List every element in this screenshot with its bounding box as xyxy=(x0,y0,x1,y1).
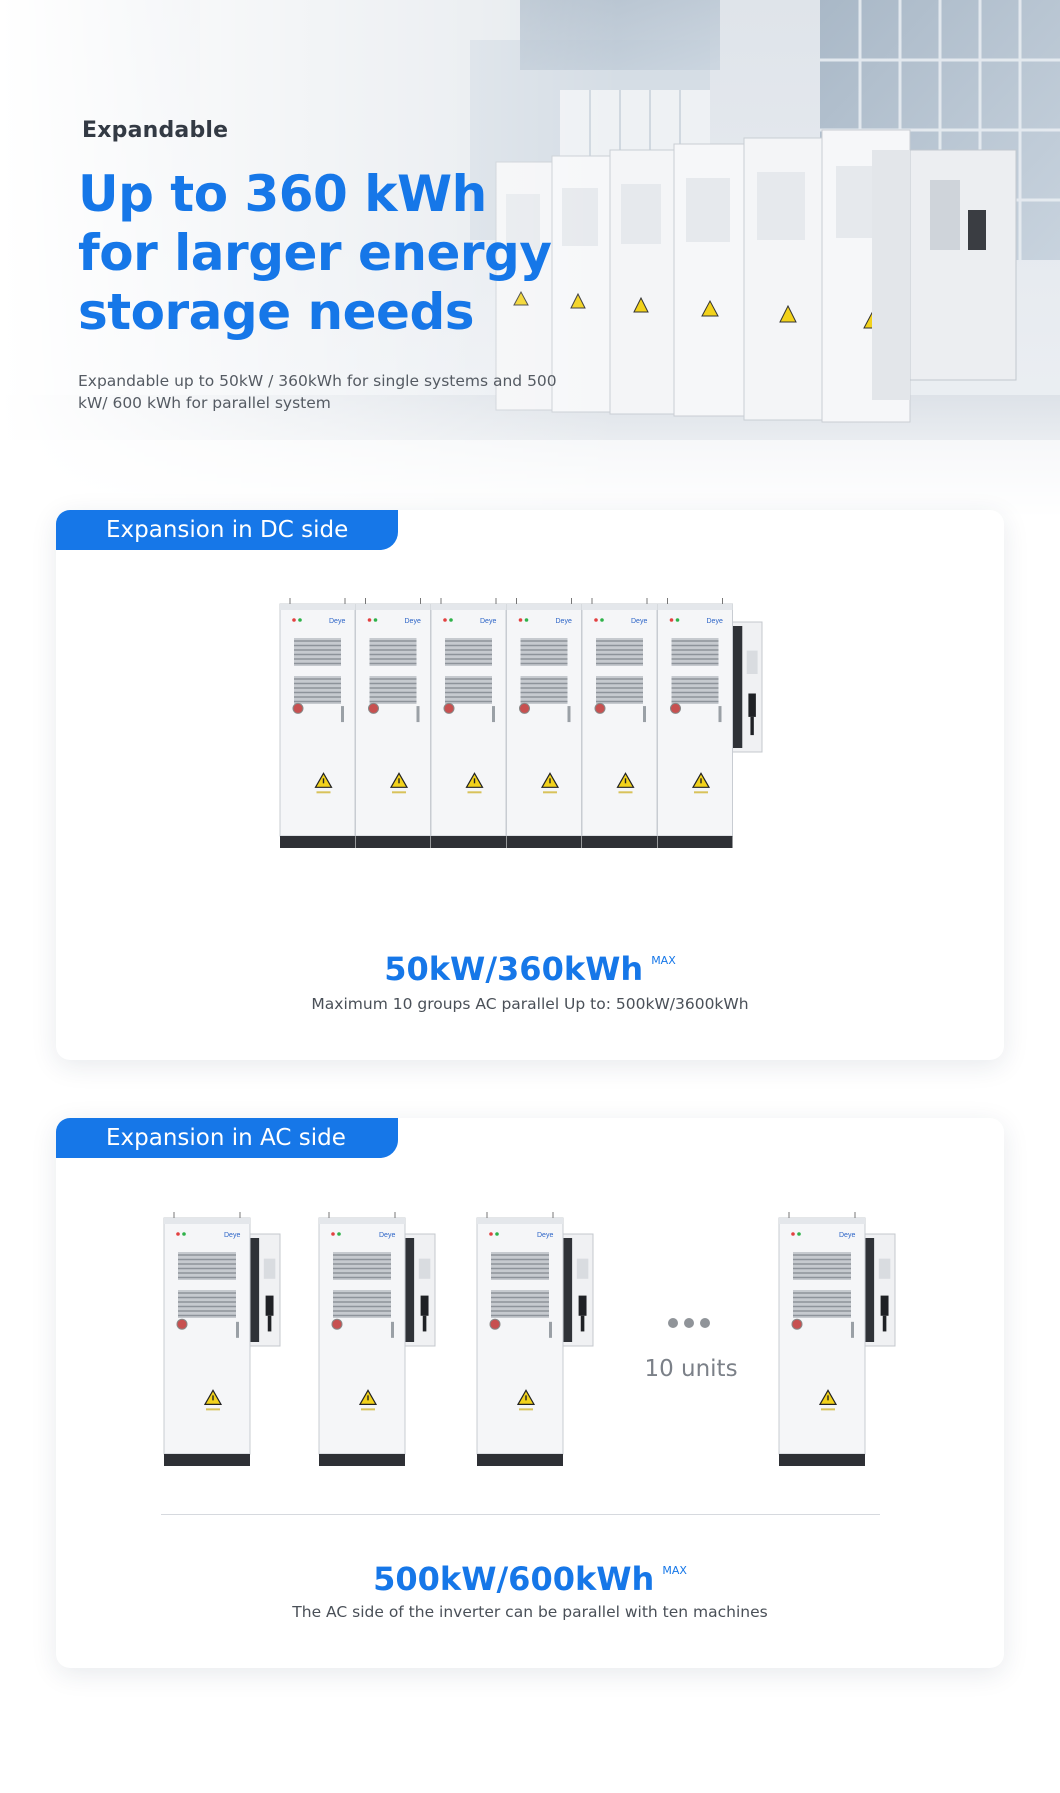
ac-cabinet-illustration: Deye xyxy=(778,1212,896,1466)
hero-background-image xyxy=(0,0,1060,520)
battery-cabinet: Deye xyxy=(476,1212,564,1466)
battery-cabinet: Deye xyxy=(430,598,507,848)
dc-caption: Maximum 10 groups AC parallel Up to: 500… xyxy=(311,995,749,1013)
hero-headline-line: Up to 360 kWh xyxy=(78,165,487,223)
hero-eyebrow: Expandable xyxy=(82,118,229,143)
inverter-unit xyxy=(727,621,763,753)
ac-spec-max-label: MAX xyxy=(662,1564,687,1577)
deye-logo: Deye xyxy=(631,618,647,625)
battery-cabinet: Deye xyxy=(279,598,356,848)
hero-text-block: Expandable Up to 360 kWh for larger ener… xyxy=(78,118,578,414)
ac-spec-value: 500kW/600kWh MAX xyxy=(56,1560,1004,1598)
hero-description-line: Expandable up to 50kW / 360kWh for singl… xyxy=(78,372,557,390)
battery-cabinet: Deye xyxy=(163,1212,251,1466)
hero-description: Expandable up to 50kW / 360kWh for singl… xyxy=(78,370,558,414)
battery-cabinet: Deye xyxy=(355,598,431,848)
more-units-ellipsis-icon xyxy=(654,1318,724,1328)
ac-expansion-card: Expansion in AC side Deye Deye Deye Deye… xyxy=(56,1118,1004,1668)
ac-caption: The AC side of the inverter can be paral… xyxy=(292,1603,768,1621)
divider-line xyxy=(161,1514,880,1515)
deye-logo: Deye xyxy=(707,618,723,625)
deye-logo: Deye xyxy=(329,618,345,625)
deye-logo: Deye xyxy=(379,1232,395,1239)
ac-cabinet-illustration: Deye xyxy=(318,1212,436,1466)
units-count-label: 10 units xyxy=(644,1356,738,1382)
ac-expansion-tab: Expansion in AC side xyxy=(56,1118,398,1158)
battery-cabinet: Deye xyxy=(318,1212,406,1466)
deye-logo: Deye xyxy=(405,618,421,625)
deye-logo: Deye xyxy=(556,618,572,625)
dc-spec-value: 50kW/360kWh MAX xyxy=(56,950,1004,988)
deye-logo: Deye xyxy=(537,1232,553,1239)
dc-spec-number: 50kW/360kWh xyxy=(384,950,644,988)
ac-spec-number: 500kW/600kWh xyxy=(373,1560,655,1598)
hero-description-line: kW/ 600 kWh for parallel system xyxy=(78,394,331,412)
hero-section: Expandable Up to 360 kWh for larger ener… xyxy=(0,0,1060,520)
ac-cabinet-illustration: Deye xyxy=(476,1212,594,1466)
dc-spec-max-label: MAX xyxy=(651,954,676,967)
deye-logo: Deye xyxy=(480,618,496,625)
battery-cabinet: Deye xyxy=(657,598,733,848)
battery-cabinet: Deye xyxy=(778,1212,866,1466)
hero-headline-line: for larger energy xyxy=(78,224,552,282)
dc-expansion-tab: Expansion in DC side xyxy=(56,510,398,550)
deye-logo: Deye xyxy=(839,1232,855,1239)
hero-headline: Up to 360 kWh for larger energy storage … xyxy=(78,165,578,342)
battery-cabinet: Deye xyxy=(506,598,582,848)
deye-logo: Deye xyxy=(224,1232,240,1239)
battery-cabinet: Deye xyxy=(581,598,658,848)
ac-cabinet-illustration: Deye xyxy=(163,1212,281,1466)
hero-headline-line: storage needs xyxy=(78,283,475,341)
dc-cabinet-row-illustration: Deye Deye Deye Deye Deye Deye xyxy=(279,598,763,848)
